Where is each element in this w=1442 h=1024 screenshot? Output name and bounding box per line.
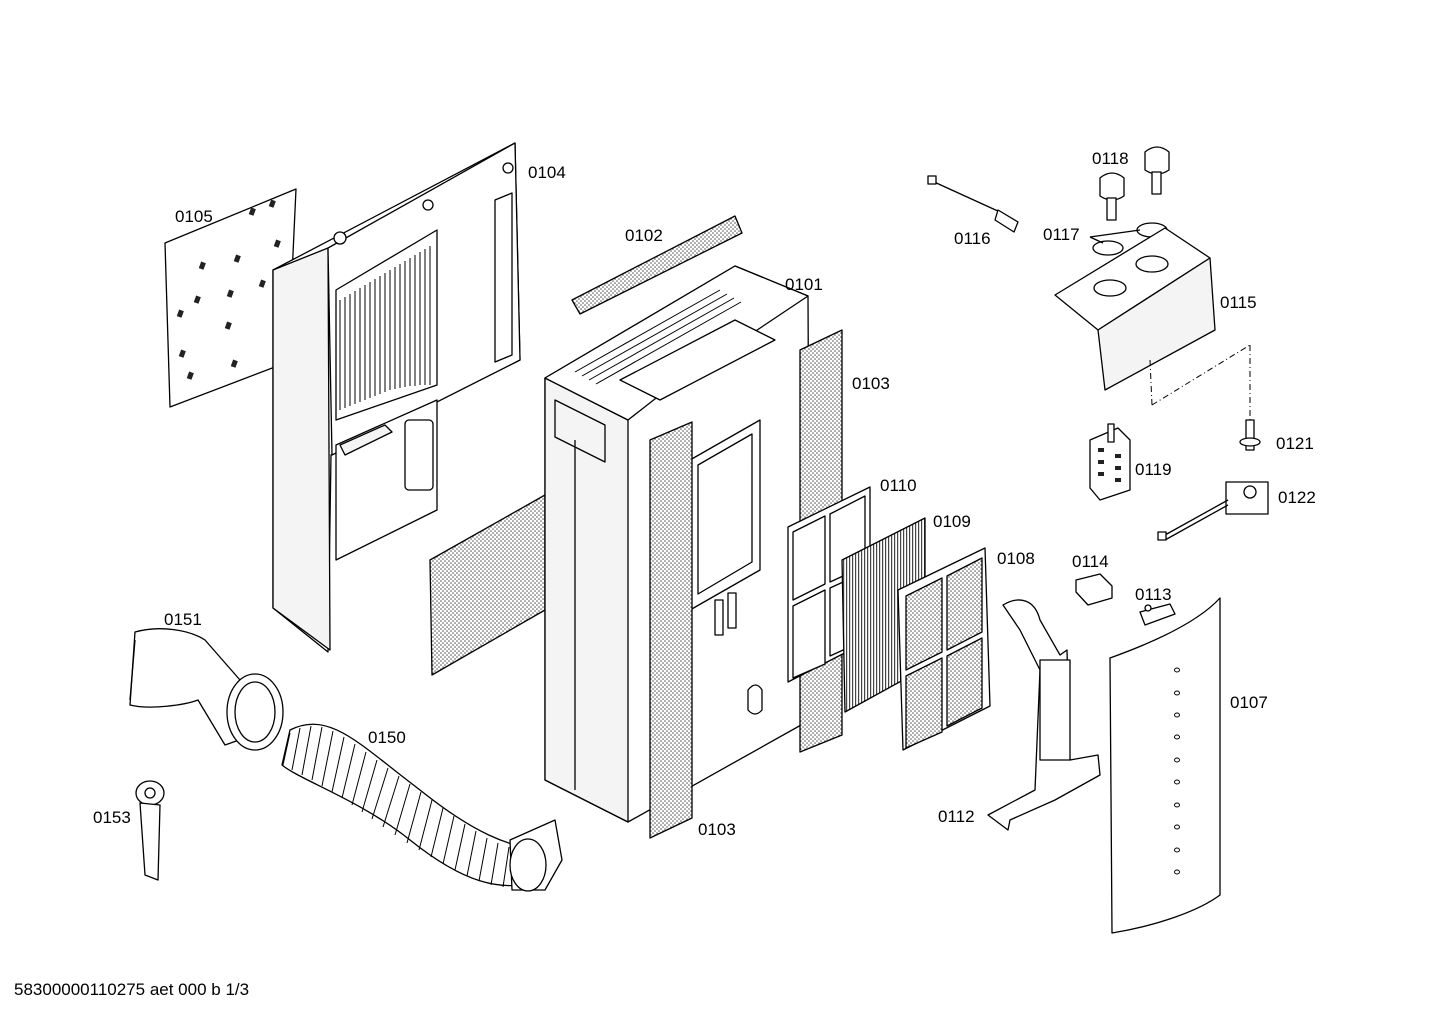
label-0107: 0107 [1230, 693, 1268, 712]
part-front-panel [1109, 597, 1221, 934]
label-0153: 0153 [93, 808, 131, 827]
part-rotary-switch [1089, 423, 1131, 501]
label-0109: 0109 [933, 512, 971, 531]
label-0151: 0151 [164, 610, 202, 629]
part-sensor-holder [1157, 481, 1269, 541]
part-flexible-hose [281, 723, 563, 892]
label-0119: 0119 [1135, 460, 1172, 479]
label-0115: 0115 [1220, 293, 1257, 312]
label-0105: 0105 [175, 207, 213, 226]
label-0104: 0104 [528, 163, 566, 182]
part-hose-adapter [129, 628, 284, 751]
part-mesh-filter [897, 547, 991, 751]
label-0112: 0112 [938, 807, 975, 826]
part-sensor-probe [927, 175, 1019, 233]
part-rear-housing [272, 142, 521, 653]
drawing-reference-number: 58300000110275 aet 000 b 1/3 [14, 980, 250, 999]
label-0121: 0121 [1276, 434, 1314, 453]
label-0118: 0118 [1092, 149, 1129, 168]
part-control-bracket [1054, 227, 1216, 391]
label-0103-front: 0103 [698, 820, 736, 839]
label-0108: 0108 [997, 549, 1035, 568]
label-0103-rear: 0103 [852, 374, 890, 393]
label-0116: 0116 [954, 229, 991, 248]
label-0150: 0150 [368, 728, 406, 747]
part-knobs [1099, 146, 1170, 221]
label-0101: 0101 [785, 275, 823, 294]
label-0102: 0102 [625, 226, 663, 245]
part-top-grille [571, 215, 743, 315]
part-support-bracket [987, 599, 1101, 831]
label-0114: 0114 [1072, 552, 1109, 571]
part-connector [1075, 573, 1113, 606]
part-side-filter [429, 494, 546, 676]
part-clip [1139, 603, 1176, 626]
label-0113: 0113 [1135, 585, 1172, 604]
part-shaft [1239, 419, 1261, 451]
part-strap [135, 780, 165, 881]
part-side-panel-front [649, 421, 693, 839]
part-back-plate [164, 188, 297, 408]
label-0110: 0110 [880, 476, 917, 495]
label-0122: 0122 [1278, 488, 1316, 507]
label-0117: 0117 [1043, 225, 1080, 244]
